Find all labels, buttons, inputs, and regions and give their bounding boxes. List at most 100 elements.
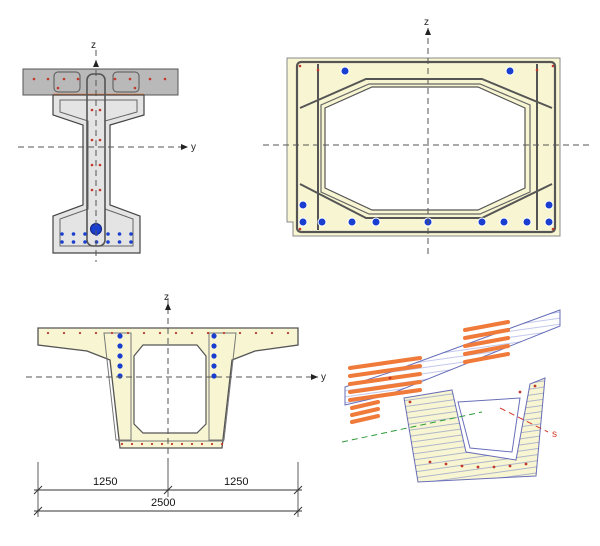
rebar-dot: [170, 442, 174, 446]
dimension-left-label: 1250: [93, 476, 117, 488]
rebar-dot: [551, 64, 555, 68]
rebar-dot: [90, 163, 94, 167]
orange-tendon-bar: [348, 364, 422, 378]
box-z-label: z: [424, 17, 429, 28]
box-tendon: [347, 217, 357, 227]
box-tendon: [544, 200, 554, 210]
rebar-dot: [298, 227, 302, 231]
girder-tendon: [211, 333, 217, 339]
rebar-dot: [76, 77, 80, 81]
rebar-dot: [200, 442, 204, 446]
tendon-dot: [83, 240, 87, 244]
rebar-dot: [150, 442, 154, 446]
rebar-dot: [32, 77, 36, 81]
tendon-dot: [117, 240, 122, 244]
t-beam-y-arrow: [181, 144, 188, 150]
girder-tendon: [211, 373, 217, 379]
tendon-dot: [71, 240, 76, 244]
orange-tendon-bars: [348, 320, 510, 424]
rebar-dot: [98, 108, 102, 112]
rebar-dot: [316, 68, 320, 72]
3d-void-face: [457, 397, 521, 453]
tendon-dot: [106, 240, 110, 244]
rebar-dot: [535, 68, 539, 72]
girder-tendon: [117, 363, 123, 369]
girder-z-arrow: [165, 303, 171, 310]
t-beam-section: z y: [18, 40, 196, 262]
rebar-dot: [286, 331, 290, 335]
rebar-dot: [160, 442, 164, 446]
orange-tendon-bar: [463, 344, 510, 356]
rebar-dot: [62, 77, 66, 81]
slab-stirrup-right: [112, 71, 140, 93]
deck-slab: [22, 68, 179, 96]
rebar-dot: [220, 442, 224, 446]
box-tendon: [477, 217, 487, 227]
rebar-dot: [180, 442, 184, 446]
rebar-dot: [388, 376, 392, 380]
beam-stirrup: [59, 99, 138, 247]
box-tendon: [499, 217, 509, 227]
rebar-dot: [98, 138, 102, 142]
orange-tendon-bar: [348, 380, 422, 394]
left-web-stirrup: [103, 332, 132, 441]
box-rebar-dots: [298, 64, 555, 231]
rebar-dot: [90, 138, 94, 142]
rebar-dot: [126, 331, 130, 335]
orange-tendon-bar: [463, 352, 510, 364]
girder-z-label: z: [164, 292, 169, 303]
orange-tendon-bar: [350, 414, 380, 424]
t-beam-y-label: y: [191, 142, 196, 153]
orange-tendon-bar: [348, 372, 422, 386]
rebar-dot: [78, 331, 82, 335]
rebar-dot: [492, 465, 496, 469]
tendon-dot: [129, 232, 133, 236]
rebar-dot: [460, 464, 464, 468]
girder-tendon: [117, 333, 123, 339]
orange-tendon-bar: [348, 356, 422, 370]
girder-tendon: [211, 363, 217, 369]
rebar-dot: [298, 64, 302, 68]
rebar-dot: [222, 331, 226, 335]
orange-tendon-bar: [463, 320, 510, 332]
dimension-right-label: 1250: [224, 476, 248, 488]
box-girder-void: [133, 344, 207, 434]
box-z-arrow: [425, 28, 431, 35]
rebar-dot: [524, 462, 528, 466]
girder-y-arrow: [311, 374, 318, 380]
rebar-dot: [98, 188, 102, 192]
rebar-dot: [508, 464, 512, 468]
rebar-dot: [142, 331, 146, 335]
rebar-dot: [90, 188, 94, 192]
t-beam-z-arrow: [93, 60, 99, 67]
t-beam-z-label: z: [91, 40, 96, 51]
orange-tendon-bar: [463, 328, 510, 340]
girder-tendon: [211, 353, 217, 359]
3d-red-dots: [388, 376, 537, 469]
rebar-dot: [148, 77, 152, 81]
rebar-dot: [130, 442, 134, 446]
tendon-dot: [106, 232, 110, 236]
rebar-dot: [140, 442, 144, 446]
rebar-dot: [174, 331, 178, 335]
rebar-dot: [133, 86, 137, 90]
box-tendon: [340, 66, 350, 76]
rebar-dot: [128, 77, 132, 81]
rebar-dot: [98, 163, 102, 167]
right-web-stirrup: [208, 332, 237, 441]
girder-tendon: [117, 343, 123, 349]
box-void: [324, 86, 526, 211]
orange-tendon-bar: [350, 407, 380, 417]
inner-cage: [320, 83, 531, 215]
girder-tendon: [117, 373, 123, 379]
orange-tendon-bar: [350, 400, 380, 410]
3d-axis-label: s: [552, 429, 557, 440]
box-section: z: [263, 17, 592, 258]
box-tendon: [522, 217, 532, 227]
tendon-dot: [117, 232, 122, 236]
3d-tendon-view: s: [341, 309, 561, 483]
bottom-haunch-bars: [299, 183, 553, 219]
tendon-dot: [60, 232, 64, 236]
rebar-dot: [94, 331, 98, 335]
